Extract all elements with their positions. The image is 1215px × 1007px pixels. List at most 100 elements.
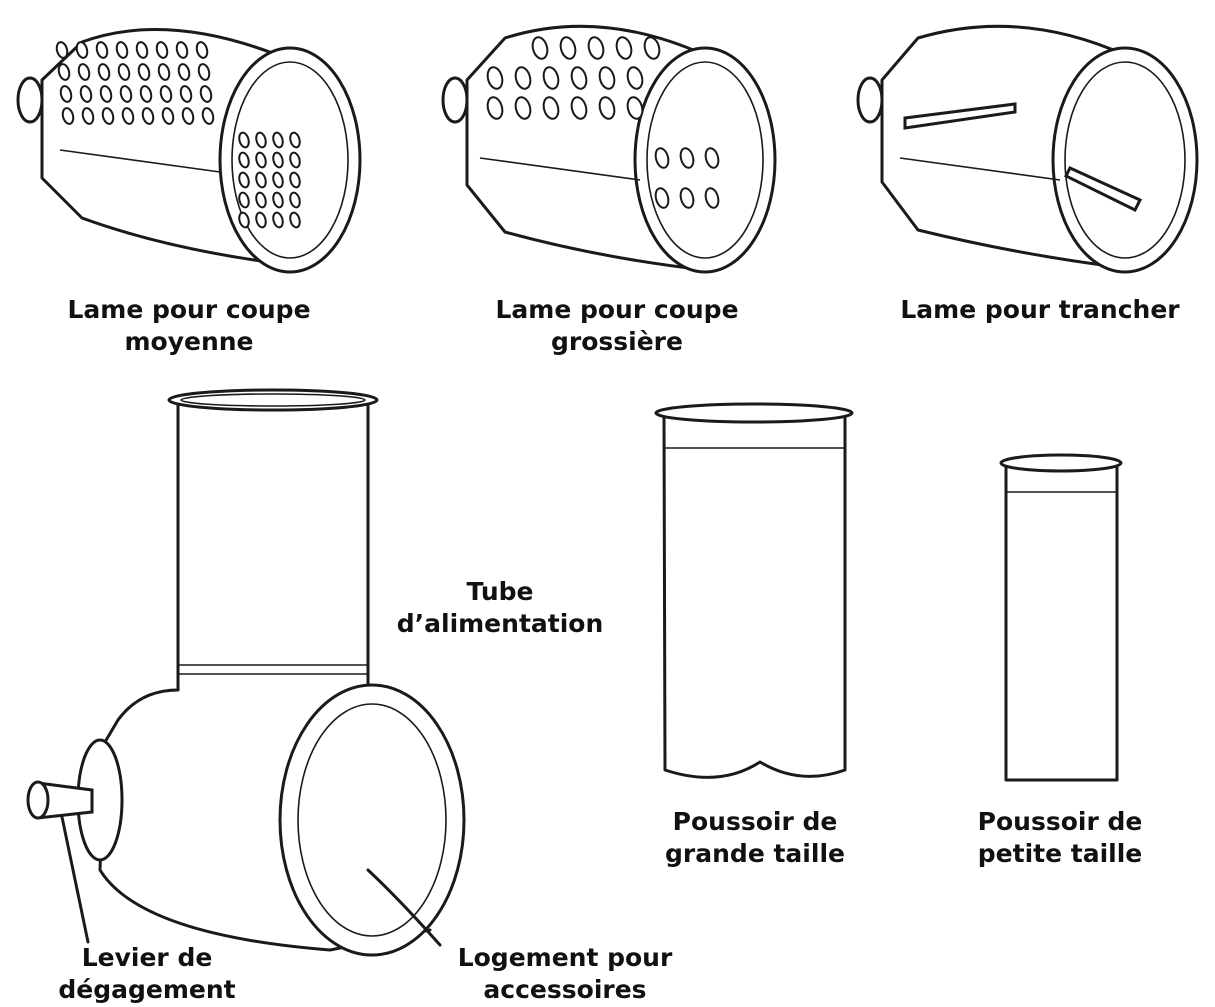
medium-hole bbox=[238, 171, 250, 189]
accessory-housing-label-line2: accessoires bbox=[483, 975, 647, 1004]
medium-hole bbox=[101, 107, 115, 125]
medium-hole bbox=[255, 131, 267, 149]
medium-hole bbox=[175, 41, 189, 59]
medium-hole bbox=[197, 63, 211, 81]
coarse-hole bbox=[643, 36, 661, 60]
coarse-blade-label-line1: Lame pour coupe bbox=[495, 295, 739, 324]
coarse-hole bbox=[570, 66, 588, 90]
medium-hole bbox=[255, 211, 267, 229]
coarse-hole bbox=[514, 66, 532, 90]
coarse-hole bbox=[559, 36, 577, 60]
medium-hole bbox=[289, 211, 301, 229]
slicing-cone bbox=[856, 24, 1199, 274]
medium-hole bbox=[81, 107, 95, 125]
medium-hole bbox=[289, 131, 301, 149]
medium-hole bbox=[115, 41, 129, 59]
medium-hole bbox=[55, 41, 69, 59]
feed-tube-label-line2: d’alimentation bbox=[396, 609, 604, 638]
small-pusher-label: Poussoir de petite taille bbox=[945, 806, 1175, 870]
medium-hole bbox=[195, 41, 209, 59]
medium-hole bbox=[121, 107, 135, 125]
medium-hole bbox=[289, 191, 301, 209]
release-lever-label-line2: dégagement bbox=[58, 975, 236, 1004]
medium-hole bbox=[181, 107, 195, 125]
small-pusher-label-line1: Poussoir de bbox=[977, 807, 1143, 836]
coarse-shredding-cone bbox=[441, 24, 777, 274]
medium-shredding-cone bbox=[16, 28, 362, 274]
medium-hole bbox=[238, 211, 250, 229]
large-pusher-label-line2: grande taille bbox=[665, 839, 845, 868]
medium-hole bbox=[289, 151, 301, 169]
large-pusher-label: Poussoir de grande taille bbox=[640, 806, 870, 870]
medium-hole bbox=[272, 171, 284, 189]
small-pusher bbox=[999, 453, 1123, 782]
coarse-hole bbox=[598, 66, 616, 90]
medium-hole bbox=[238, 131, 250, 149]
accessory-housing-label-line1: Logement pour bbox=[457, 943, 673, 972]
medium-hole bbox=[97, 63, 111, 81]
coarse-hole bbox=[570, 96, 588, 120]
medium-hole bbox=[255, 171, 267, 189]
medium-hole bbox=[272, 211, 284, 229]
medium-hole bbox=[59, 85, 73, 103]
medium-hole bbox=[157, 63, 171, 81]
coarse-hole bbox=[679, 187, 695, 209]
coarse-hole bbox=[587, 36, 605, 60]
medium-hole bbox=[99, 85, 113, 103]
medium-hole bbox=[119, 85, 133, 103]
coarse-hole bbox=[531, 36, 549, 60]
medium-hole bbox=[201, 107, 215, 125]
medium-hole bbox=[77, 63, 91, 81]
medium-hole bbox=[95, 41, 109, 59]
coarse-hole bbox=[486, 96, 504, 120]
slicing-blade-label-line1: Lame pour trancher bbox=[900, 295, 1180, 324]
coarse-hole bbox=[704, 187, 720, 209]
medium-hole bbox=[159, 85, 173, 103]
coarse-blade-label-line2: grossière bbox=[551, 327, 683, 356]
coarse-hole bbox=[542, 66, 560, 90]
large-pusher bbox=[654, 402, 854, 779]
feed-tube-label-line1: Tube bbox=[466, 577, 534, 606]
coarse-hole bbox=[615, 36, 633, 60]
small-pusher-label-line2: petite taille bbox=[977, 839, 1143, 868]
feed-tube-body bbox=[26, 388, 466, 957]
medium-hole bbox=[238, 151, 250, 169]
medium-hole bbox=[141, 107, 155, 125]
slicing-blade-label: Lame pour trancher bbox=[885, 294, 1195, 326]
medium-hole bbox=[135, 41, 149, 59]
medium-hole bbox=[75, 41, 89, 59]
medium-hole bbox=[61, 107, 75, 125]
medium-hole bbox=[161, 107, 175, 125]
medium-hole bbox=[179, 85, 193, 103]
feed-tube-label: Tube d’alimentation bbox=[385, 576, 615, 640]
medium-hole bbox=[137, 63, 151, 81]
release-lever-label-line1: Levier de bbox=[81, 943, 213, 972]
accessory-housing-label: Logement pour accessoires bbox=[440, 942, 690, 1006]
release-lever-label: Levier de dégagement bbox=[42, 942, 252, 1006]
medium-hole bbox=[139, 85, 153, 103]
coarse-hole bbox=[626, 96, 644, 120]
medium-hole bbox=[177, 63, 191, 81]
medium-blade-label: Lame pour coupe moyenne bbox=[54, 294, 324, 358]
medium-hole bbox=[238, 191, 250, 209]
medium-hole bbox=[155, 41, 169, 59]
coarse-hole bbox=[654, 147, 670, 169]
medium-hole bbox=[289, 171, 301, 189]
medium-hole bbox=[272, 191, 284, 209]
medium-blade-label-line2: moyenne bbox=[124, 327, 254, 356]
medium-hole bbox=[117, 63, 131, 81]
medium-hole bbox=[255, 151, 267, 169]
coarse-hole bbox=[542, 96, 560, 120]
coarse-hole bbox=[514, 96, 532, 120]
coarse-hole bbox=[626, 66, 644, 90]
medium-hole bbox=[255, 191, 267, 209]
coarse-hole bbox=[598, 96, 616, 120]
medium-hole bbox=[272, 131, 284, 149]
coarse-hole bbox=[654, 187, 670, 209]
coarse-hole bbox=[704, 147, 720, 169]
coarse-hole bbox=[486, 66, 504, 90]
medium-blade-label-line1: Lame pour coupe bbox=[67, 295, 311, 324]
coarse-blade-label: Lame pour coupe grossière bbox=[482, 294, 752, 358]
medium-hole bbox=[272, 151, 284, 169]
